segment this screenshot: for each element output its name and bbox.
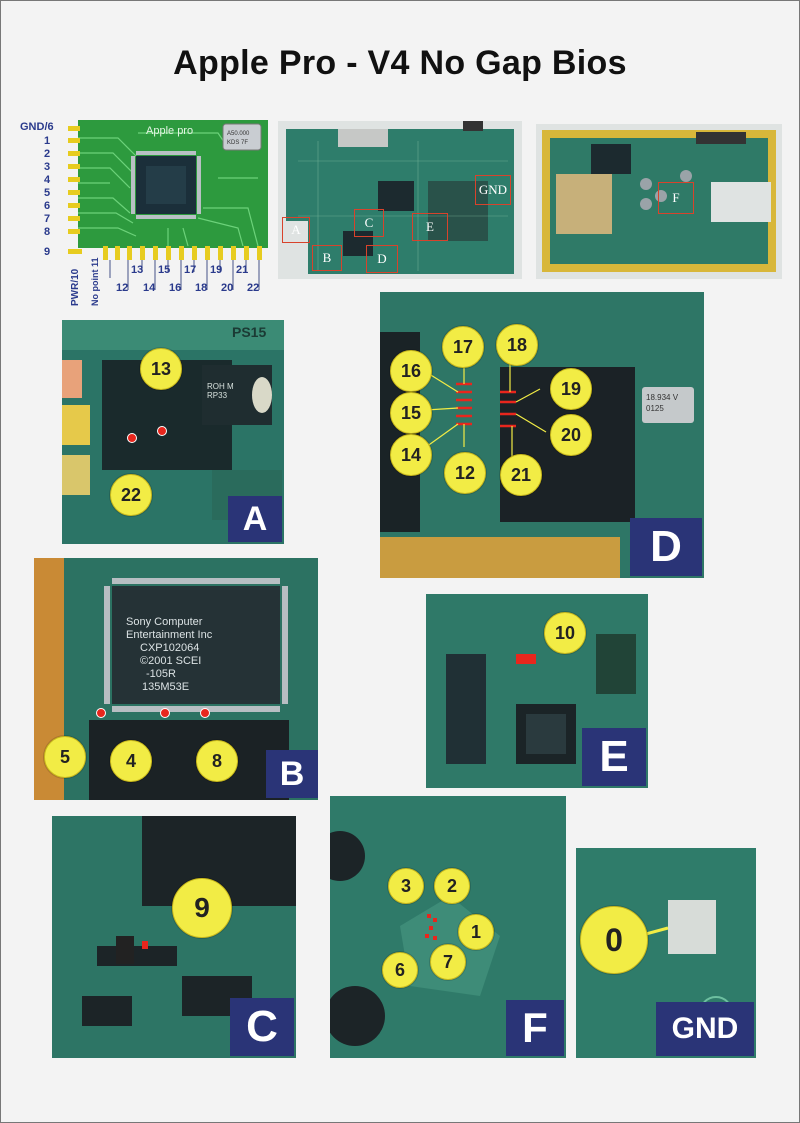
component-marking: ROH M RP33 — [207, 382, 234, 400]
chip-brand: Apple pro — [146, 125, 193, 137]
panel-badge-gnd: GND — [656, 1002, 754, 1056]
chip-text-line: Sony Computer — [126, 616, 203, 628]
pin-label: 3 — [44, 161, 51, 173]
region-box-b: B — [312, 245, 342, 271]
pin-label: 5 — [44, 187, 51, 199]
point-marker-8: 8 — [196, 740, 238, 782]
panel-badge-e: E — [582, 728, 646, 786]
pin-label: 15 — [158, 264, 171, 276]
region-box-e: E — [412, 213, 448, 241]
region-box-c: C — [354, 209, 384, 237]
pin-label: 9 — [44, 246, 51, 258]
pin-label: 7 — [44, 213, 51, 225]
pin-label: 20 — [221, 282, 234, 294]
board-front-photo: A B C D E GND — [278, 121, 522, 279]
panel-badge-b: B — [266, 750, 318, 798]
pin-label: 1 — [44, 135, 51, 147]
region-box-f: F — [658, 182, 694, 214]
point-marker-0: 0 — [580, 906, 648, 974]
panel-b: Sony Computer Entertainment Inc CXP10206… — [34, 558, 318, 800]
panel-a-graphic — [62, 320, 284, 520]
point-marker-20: 20 — [550, 414, 592, 456]
panel-c-graphic — [82, 816, 296, 1026]
panel-a: PS15 ROH M RP33 13 22 A — [62, 320, 284, 544]
solder-pad-13 — [157, 426, 167, 436]
pin-label: 16 — [169, 282, 182, 294]
pin-label: 14 — [143, 282, 156, 294]
panel-d: 18.934 V 0125 17 18 16 19 15 20 14 12 21… — [380, 292, 704, 578]
panel-badge-c: C — [230, 998, 294, 1056]
point-marker-21: 21 — [500, 454, 542, 496]
point-marker-22: 22 — [110, 474, 152, 516]
panel-badge-a: A — [228, 496, 282, 542]
point-marker-14: 14 — [390, 434, 432, 476]
point-marker-15: 15 — [390, 392, 432, 434]
panel-e: 10 E — [426, 594, 648, 788]
chip-text-line: Entertainment Inc — [126, 629, 213, 641]
point-marker-5: 5 — [44, 736, 86, 778]
pin-label: 6 — [44, 200, 51, 212]
chip-text-line: ©2001 SCEI — [140, 655, 202, 667]
panel-c: 9 C — [52, 816, 296, 1058]
point-marker-9: 9 — [172, 878, 232, 938]
point-marker-12: 12 — [444, 452, 486, 494]
point-marker-3: 3 — [388, 868, 424, 904]
point-marker-4: 4 — [110, 740, 152, 782]
solder-pad-8 — [200, 708, 210, 718]
point-marker-13: 13 — [140, 348, 182, 390]
region-box-a: A — [282, 217, 310, 243]
panel-badge-d: D — [630, 518, 702, 576]
pin-label: 13 — [131, 264, 144, 276]
region-box-gnd: GND — [475, 175, 511, 205]
pin-label: 18 — [195, 282, 208, 294]
region-box-d: D — [366, 245, 398, 273]
solder-pad-4 — [160, 708, 170, 718]
point-marker-1: 1 — [458, 914, 494, 950]
pin-label: 17 — [184, 264, 197, 276]
pin-label-nopoint: No point 11 — [90, 257, 100, 306]
point-marker-18: 18 — [496, 324, 538, 366]
panel-gnd: 0 GND — [576, 848, 756, 1058]
chip-marking-ps15: PS15 — [232, 324, 267, 340]
solder-pad-22 — [127, 433, 137, 443]
panel-f: 3 2 1 6 7 F — [330, 796, 566, 1058]
pin-label: 19 — [210, 264, 223, 276]
chip-text-line: -105R — [146, 668, 176, 680]
board-front-graphic — [280, 121, 514, 276]
chip-text-line: CXP102064 — [140, 642, 200, 654]
pin-label-gnd: GND/6 — [20, 121, 54, 133]
panel-badge-f: F — [506, 1000, 564, 1056]
point-marker-2: 2 — [434, 868, 470, 904]
point-marker-16: 16 — [390, 350, 432, 392]
point-marker-7: 7 — [430, 944, 466, 980]
pin-label: 21 — [236, 264, 249, 276]
point-marker-19: 19 — [550, 368, 592, 410]
crystal-marking: 18.934 V 0125 — [646, 393, 679, 413]
board-back-photo: F — [536, 124, 782, 279]
page-title: Apple Pro - V4 No Gap Bios — [173, 44, 627, 82]
point-marker-10: 10 — [544, 612, 586, 654]
pin-label: 12 — [116, 282, 129, 294]
point-marker-17: 17 — [442, 326, 484, 368]
pin-label: 2 — [44, 148, 51, 160]
pin-label: 4 — [44, 174, 51, 186]
svg-text:KDS 7F: KDS 7F — [227, 140, 248, 146]
chip-board-graphic: Apple pro A50.000 KDS 7F — [68, 120, 268, 290]
panel-e-graphic — [446, 634, 636, 764]
pin-label-pwr: PWR/10 — [70, 268, 81, 306]
board-back-graphic — [542, 130, 776, 272]
chip-text-line: 135M53E — [142, 681, 190, 693]
crystal-text: A50.000 — [227, 131, 250, 137]
point-marker-6: 6 — [382, 952, 418, 988]
chip-diagram: Apple pro A50.000 KDS 7F GND/6 1 2 3 4 5… — [18, 118, 274, 308]
pin-label: 8 — [44, 226, 51, 238]
pin-label: 22 — [247, 282, 260, 294]
chip-marking-b: Sony Computer Entertainment Inc CXP10206… — [126, 616, 212, 694]
solder-pad-5 — [96, 708, 106, 718]
